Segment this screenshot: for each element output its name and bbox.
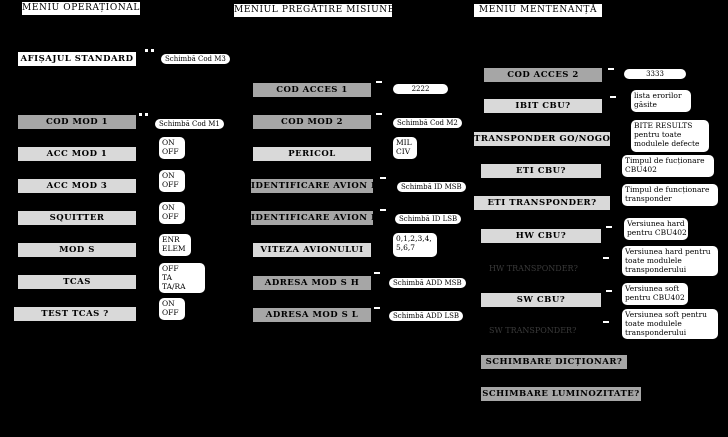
- connector-bullet: [603, 257, 609, 259]
- eti-transponder-note: Timpul de funcționare transponder: [622, 184, 718, 206]
- connector-bullet: [376, 113, 382, 115]
- cod-acces-2-note: 3333: [624, 69, 686, 79]
- connector-bullet: [610, 96, 616, 98]
- cod-mod-1-note: Schimbă Cod M1: [155, 119, 224, 129]
- header-meniu-operational: MENIU OPERAȚIONAL: [22, 2, 140, 15]
- viteza-avionului-note: 0,1,2,3,4, 5,6,7: [393, 233, 437, 257]
- header-meniu-pregatire: MENIUL PREGĂTIRE MISIUNE: [234, 4, 395, 17]
- mod-s-box[interactable]: MOD S: [18, 243, 136, 257]
- mod-s-note: ENR ELEM: [159, 234, 191, 256]
- hw-cbu-note: Versiunea hard pentru CBU402: [624, 218, 688, 240]
- schimbare-dictionar-box[interactable]: SCHIMBARE DICȚIONAR?: [481, 355, 627, 369]
- identificare-avion-l-box[interactable]: IDENTIFICARE AVION L: [251, 211, 373, 225]
- transponder-gonogo-box[interactable]: TRANSPONDER GO/NOGO: [474, 132, 610, 146]
- adresa-mod-s-h-box[interactable]: ADRESA MOD S H: [253, 276, 371, 290]
- ibit-cbu-note: lista erorilor găsite: [631, 90, 691, 112]
- identificare-avion-h-box[interactable]: IDENTIFICARE AVION H: [251, 179, 373, 193]
- connector-bullet: [374, 307, 380, 309]
- squitter-box[interactable]: SQUITTER: [18, 211, 136, 225]
- cod-acces-1-box[interactable]: COD ACCES 1: [253, 83, 371, 97]
- pericol-note: MIL CIV: [393, 137, 417, 159]
- connector-bullet: [374, 272, 380, 274]
- header-meniu-mentenanta: MENIU MENTENANȚĂ: [474, 4, 602, 17]
- sw-cbu-box[interactable]: SW CBU?: [481, 293, 601, 307]
- eti-cbu-box[interactable]: ETI CBU?: [481, 164, 601, 178]
- connector-bullet: [380, 209, 386, 211]
- sw-cbu-note: Versiunea soft pentru CBU402: [622, 283, 688, 305]
- connector-bullet: [608, 68, 614, 70]
- connector-dots: [139, 113, 148, 116]
- cod-mod-2-box[interactable]: COD MOD 2: [253, 115, 371, 129]
- identificare-avion-l-note: Schimbă ID LSB: [395, 214, 462, 224]
- identificare-avion-h-note: Schimbă ID MSB: [397, 182, 466, 192]
- acc-mod-1-box[interactable]: ACC MOD 1: [18, 147, 136, 161]
- afisaj-standard-box[interactable]: AFIȘAJUL STANDARD: [18, 52, 136, 66]
- cod-mod-2-note: Schimbă Cod M2: [393, 118, 462, 128]
- afisaj-standard-note: Schimbă Cod M3: [161, 54, 230, 64]
- acc-mod-3-box[interactable]: ACC MOD 3: [18, 179, 136, 193]
- connector-bullet: [376, 81, 382, 83]
- connector-dots: [145, 49, 154, 52]
- hw-transponder-faint-label: HW TRANSPONDER?: [489, 264, 578, 273]
- cod-acces-1-note: 2222: [393, 84, 448, 94]
- cod-mod-1-box[interactable]: COD MOD 1: [18, 115, 136, 129]
- squitter-note: ON OFF: [159, 202, 185, 224]
- connector-bullet: [606, 226, 612, 228]
- pericol-box[interactable]: PERICOL: [253, 147, 371, 161]
- cod-acces-2-box[interactable]: COD ACCES 2: [484, 68, 602, 82]
- hw-cbu-box[interactable]: HW CBU?: [481, 229, 601, 243]
- adresa-mod-s-l-box[interactable]: ADRESA MOD S L: [253, 308, 371, 322]
- sw-transponder-faint-label: SW TRANSPONDER?: [489, 326, 577, 335]
- tcas-box[interactable]: TCAS: [18, 275, 136, 289]
- connector-bullet: [606, 290, 612, 292]
- ibit-cbu-box[interactable]: IBIT CBU?: [484, 99, 602, 113]
- adresa-mod-s-h-note: Schimbă ADD MSB: [389, 278, 466, 288]
- transponder-gonogo-note: BITE RESULTS pentru toate modulele defec…: [631, 120, 709, 152]
- connector-bullet: [603, 321, 609, 323]
- test-tcas-note: ON OFF: [159, 298, 185, 320]
- sw-transponder-note: Versiunea soft pentru toate modulele tra…: [622, 309, 718, 339]
- adresa-mod-s-l-note: Schimbă ADD LSB: [389, 311, 464, 321]
- hw-transponder-note: Versiunea hard pentru toate modulele tra…: [622, 246, 718, 276]
- connector-bullet: [380, 177, 386, 179]
- acc-mod-3-note: ON OFF: [159, 170, 185, 192]
- viteza-avionului-box[interactable]: VITEZA AVIONULUI: [253, 243, 371, 257]
- eti-transponder-box[interactable]: ETI TRANSPONDER?: [474, 196, 610, 210]
- acc-mod-1-note: ON OFF: [159, 137, 185, 159]
- tcas-note: OFF TA TA/RA: [159, 263, 205, 293]
- test-tcas-box[interactable]: TEST TCAS ?: [14, 307, 136, 321]
- eti-cbu-note: Timpul de fucționare CBU402: [622, 155, 714, 177]
- schimbare-luminozitate-box[interactable]: SCHIMBARE LUMINOZITATE?: [481, 387, 641, 401]
